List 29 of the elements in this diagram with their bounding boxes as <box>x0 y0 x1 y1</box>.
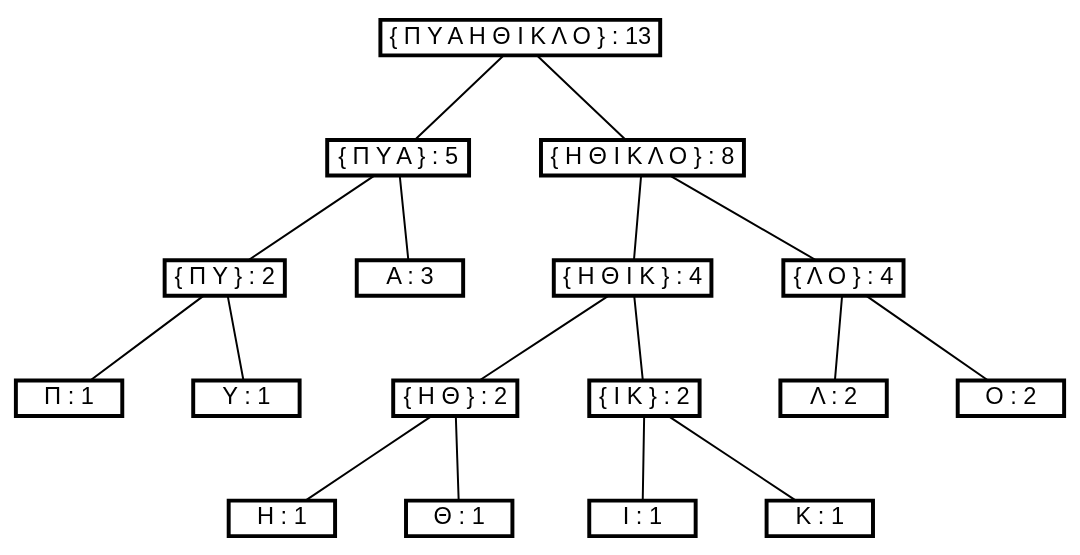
node-box: Α : 3 <box>354 257 466 298</box>
node-box: Ι : 1 <box>587 498 698 538</box>
node-box: Υ : 1 <box>191 378 302 418</box>
connector <box>865 294 989 381</box>
node-box: { Η Θ Ι Κ } : 4 <box>551 257 714 298</box>
node-box: { Ι Κ } : 2 <box>587 378 702 418</box>
connector <box>669 174 817 261</box>
node-box: { Π Υ Α } : 5 <box>325 137 472 177</box>
node-box: { Π Υ } : 2 <box>162 257 287 298</box>
connector <box>414 54 505 141</box>
connector <box>536 54 627 141</box>
connector <box>247 174 375 261</box>
node-box: Λ : 2 <box>778 378 889 418</box>
node-box: { Η Θ } : 2 <box>391 378 520 418</box>
node-box: Ο : 2 <box>955 378 1067 418</box>
node-box: Θ : 1 <box>404 498 515 538</box>
node-box: { Λ Ο } : 4 <box>781 257 906 298</box>
connector <box>398 174 410 261</box>
connector <box>833 294 844 381</box>
connector <box>633 294 644 381</box>
node-box: Η : 1 <box>226 498 338 538</box>
node-box: Κ : 1 <box>764 498 875 538</box>
connector <box>89 294 205 381</box>
node-box: { Π Υ Α Η Θ Ι Κ Λ Ο } : 13 <box>378 17 663 57</box>
connector <box>478 294 609 381</box>
connector <box>226 294 245 381</box>
connector <box>633 174 643 261</box>
node-box: Π : 1 <box>13 378 125 418</box>
node-box: { Η Θ Ι Κ Λ Ο } : 8 <box>539 137 746 177</box>
